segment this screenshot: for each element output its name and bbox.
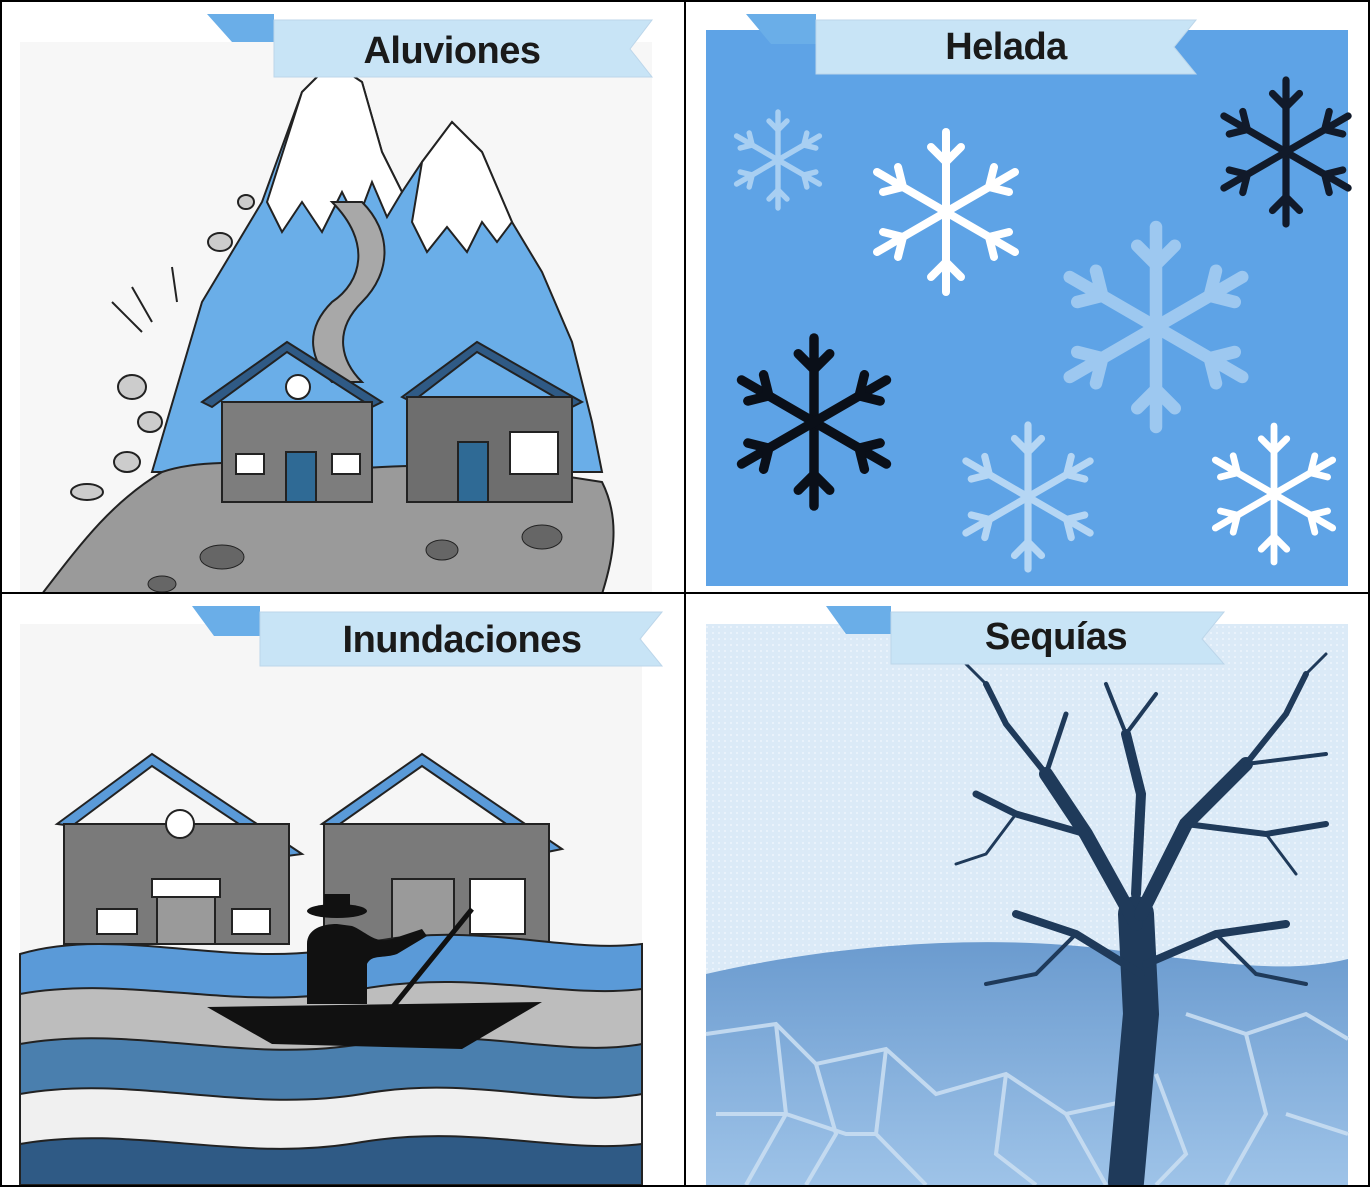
flood-illustration xyxy=(2,594,684,1185)
panel-aluviones: Aluviones xyxy=(2,2,686,594)
panel-title: Aluviones xyxy=(363,30,541,72)
mudslide-illustration xyxy=(2,2,684,592)
panel-helada: Helada xyxy=(686,2,1368,594)
panel-sequias: Sequías xyxy=(686,594,1368,1185)
panel-title: Inundaciones xyxy=(342,619,582,661)
panel-title: Helada xyxy=(945,26,1067,68)
drought-illustration xyxy=(686,594,1368,1185)
frost-illustration xyxy=(686,2,1368,592)
panel-inundaciones: Inundaciones xyxy=(2,594,686,1185)
panel-title: Sequías xyxy=(984,616,1128,658)
